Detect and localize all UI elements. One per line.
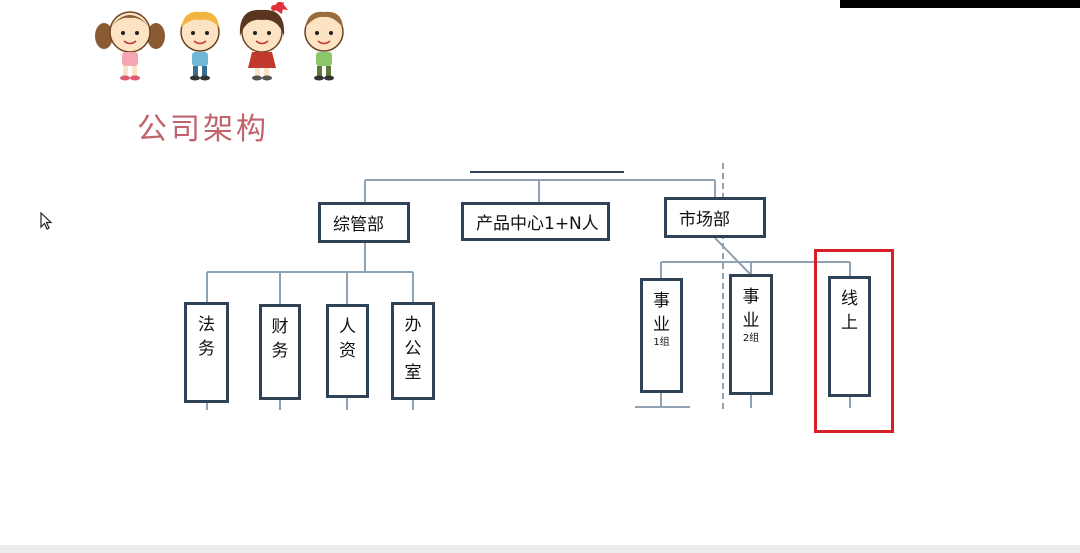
box-bg2-char-2: 业	[742, 311, 760, 331]
box-business-group-1: 事 业 1组	[640, 278, 683, 393]
box-legal-char-2: 务	[198, 339, 215, 359]
box-admin-department: 综管部	[318, 202, 410, 243]
boy-brown-icon	[304, 11, 344, 81]
box-online-char-1: 线	[841, 289, 858, 309]
boy-blond-icon	[180, 11, 220, 81]
box-legal: 法 务	[184, 302, 229, 403]
box-bg2-sub: 2组	[742, 333, 760, 344]
connector-group	[206, 163, 851, 410]
box-finance-char-1: 财	[271, 317, 289, 337]
box-market-department: 市场部	[664, 197, 766, 238]
box-bg2-char-1: 事	[742, 287, 760, 307]
box-office-char-2: 公	[404, 339, 422, 359]
box-office-char-1: 办	[404, 315, 422, 335]
page-title: 公司架构	[137, 112, 269, 147]
box-market-label: 市场部	[679, 210, 730, 230]
box-product-label: 产品中心1+N人	[476, 214, 599, 234]
box-bg1-char-2: 业	[653, 315, 670, 335]
girl-bow-icon	[239, 2, 288, 81]
box-finance: 财 务	[259, 304, 301, 400]
box-online: 线 上	[828, 276, 871, 397]
box-finance-char-2: 务	[271, 341, 289, 361]
box-hr: 人 资	[326, 304, 369, 398]
box-bg1-sub: 1组	[653, 337, 670, 348]
box-online-char-2: 上	[841, 313, 858, 333]
box-office-char-3: 室	[404, 363, 422, 383]
box-legal-char-1: 法	[198, 315, 215, 335]
girl-pigtails-icon	[95, 11, 165, 81]
highlight-frame	[814, 249, 894, 433]
box-admin-label: 综管部	[333, 215, 384, 235]
box-office: 办 公 室	[391, 302, 435, 400]
top-black-bar	[840, 0, 1080, 8]
cursor-arrow-icon	[40, 212, 53, 230]
box-hr-char-2: 资	[339, 341, 356, 361]
box-bg1-char-1: 事	[653, 291, 670, 311]
kids-illustration	[95, 2, 344, 81]
box-business-group-2: 事 业 2组	[729, 274, 773, 395]
box-hr-char-1: 人	[339, 317, 356, 337]
box-product-center: 产品中心1+N人	[461, 202, 610, 241]
